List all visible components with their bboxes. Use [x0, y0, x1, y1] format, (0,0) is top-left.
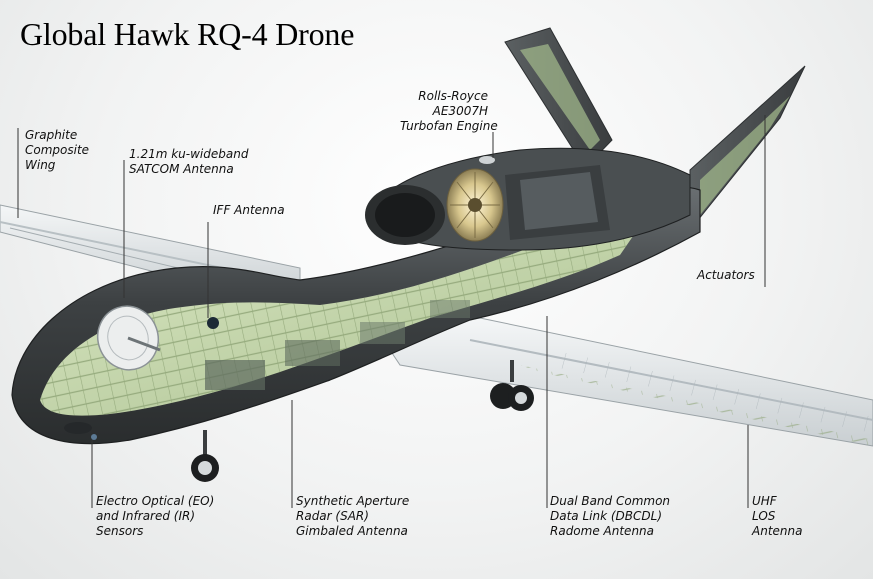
nose-sensors: [64, 422, 97, 440]
callout-dual-band-data-link: Dual Band Common Data Link (DBCDL) Radom…: [550, 494, 671, 538]
callout-satcom-antenna: 1.21m ku-wideband SATCOM Antenna: [129, 147, 249, 176]
right-wing: [379, 317, 873, 447]
callout-synthetic-aperture-radar: Synthetic Aperture Radar (SAR) Gimbaled …: [296, 494, 410, 538]
callout-graphite-composite-wing: Graphite Composite Wing: [25, 128, 90, 172]
callout-iff-antenna: IFF Antenna: [213, 203, 285, 217]
diagram-title: Global Hawk RQ-4 Drone: [20, 16, 355, 52]
leader-lines: [17, 115, 766, 508]
fuselage: [11, 186, 701, 445]
callout-turbofan-engine: Rolls-Royce AE3007H Turbofan Engine: [400, 89, 498, 133]
landing-gear: [191, 360, 534, 482]
engine-nacelle: [365, 147, 691, 251]
v-tail: [504, 27, 806, 232]
callout-uhf-los-antenna: UHF LOS Antenna: [752, 494, 803, 538]
callout-eo-ir-sensors: Electro Optical (EO) and Infrared (IR) S…: [96, 494, 215, 538]
satcom-dish: [97, 305, 161, 371]
callout-actuators: Actuators: [697, 268, 755, 282]
